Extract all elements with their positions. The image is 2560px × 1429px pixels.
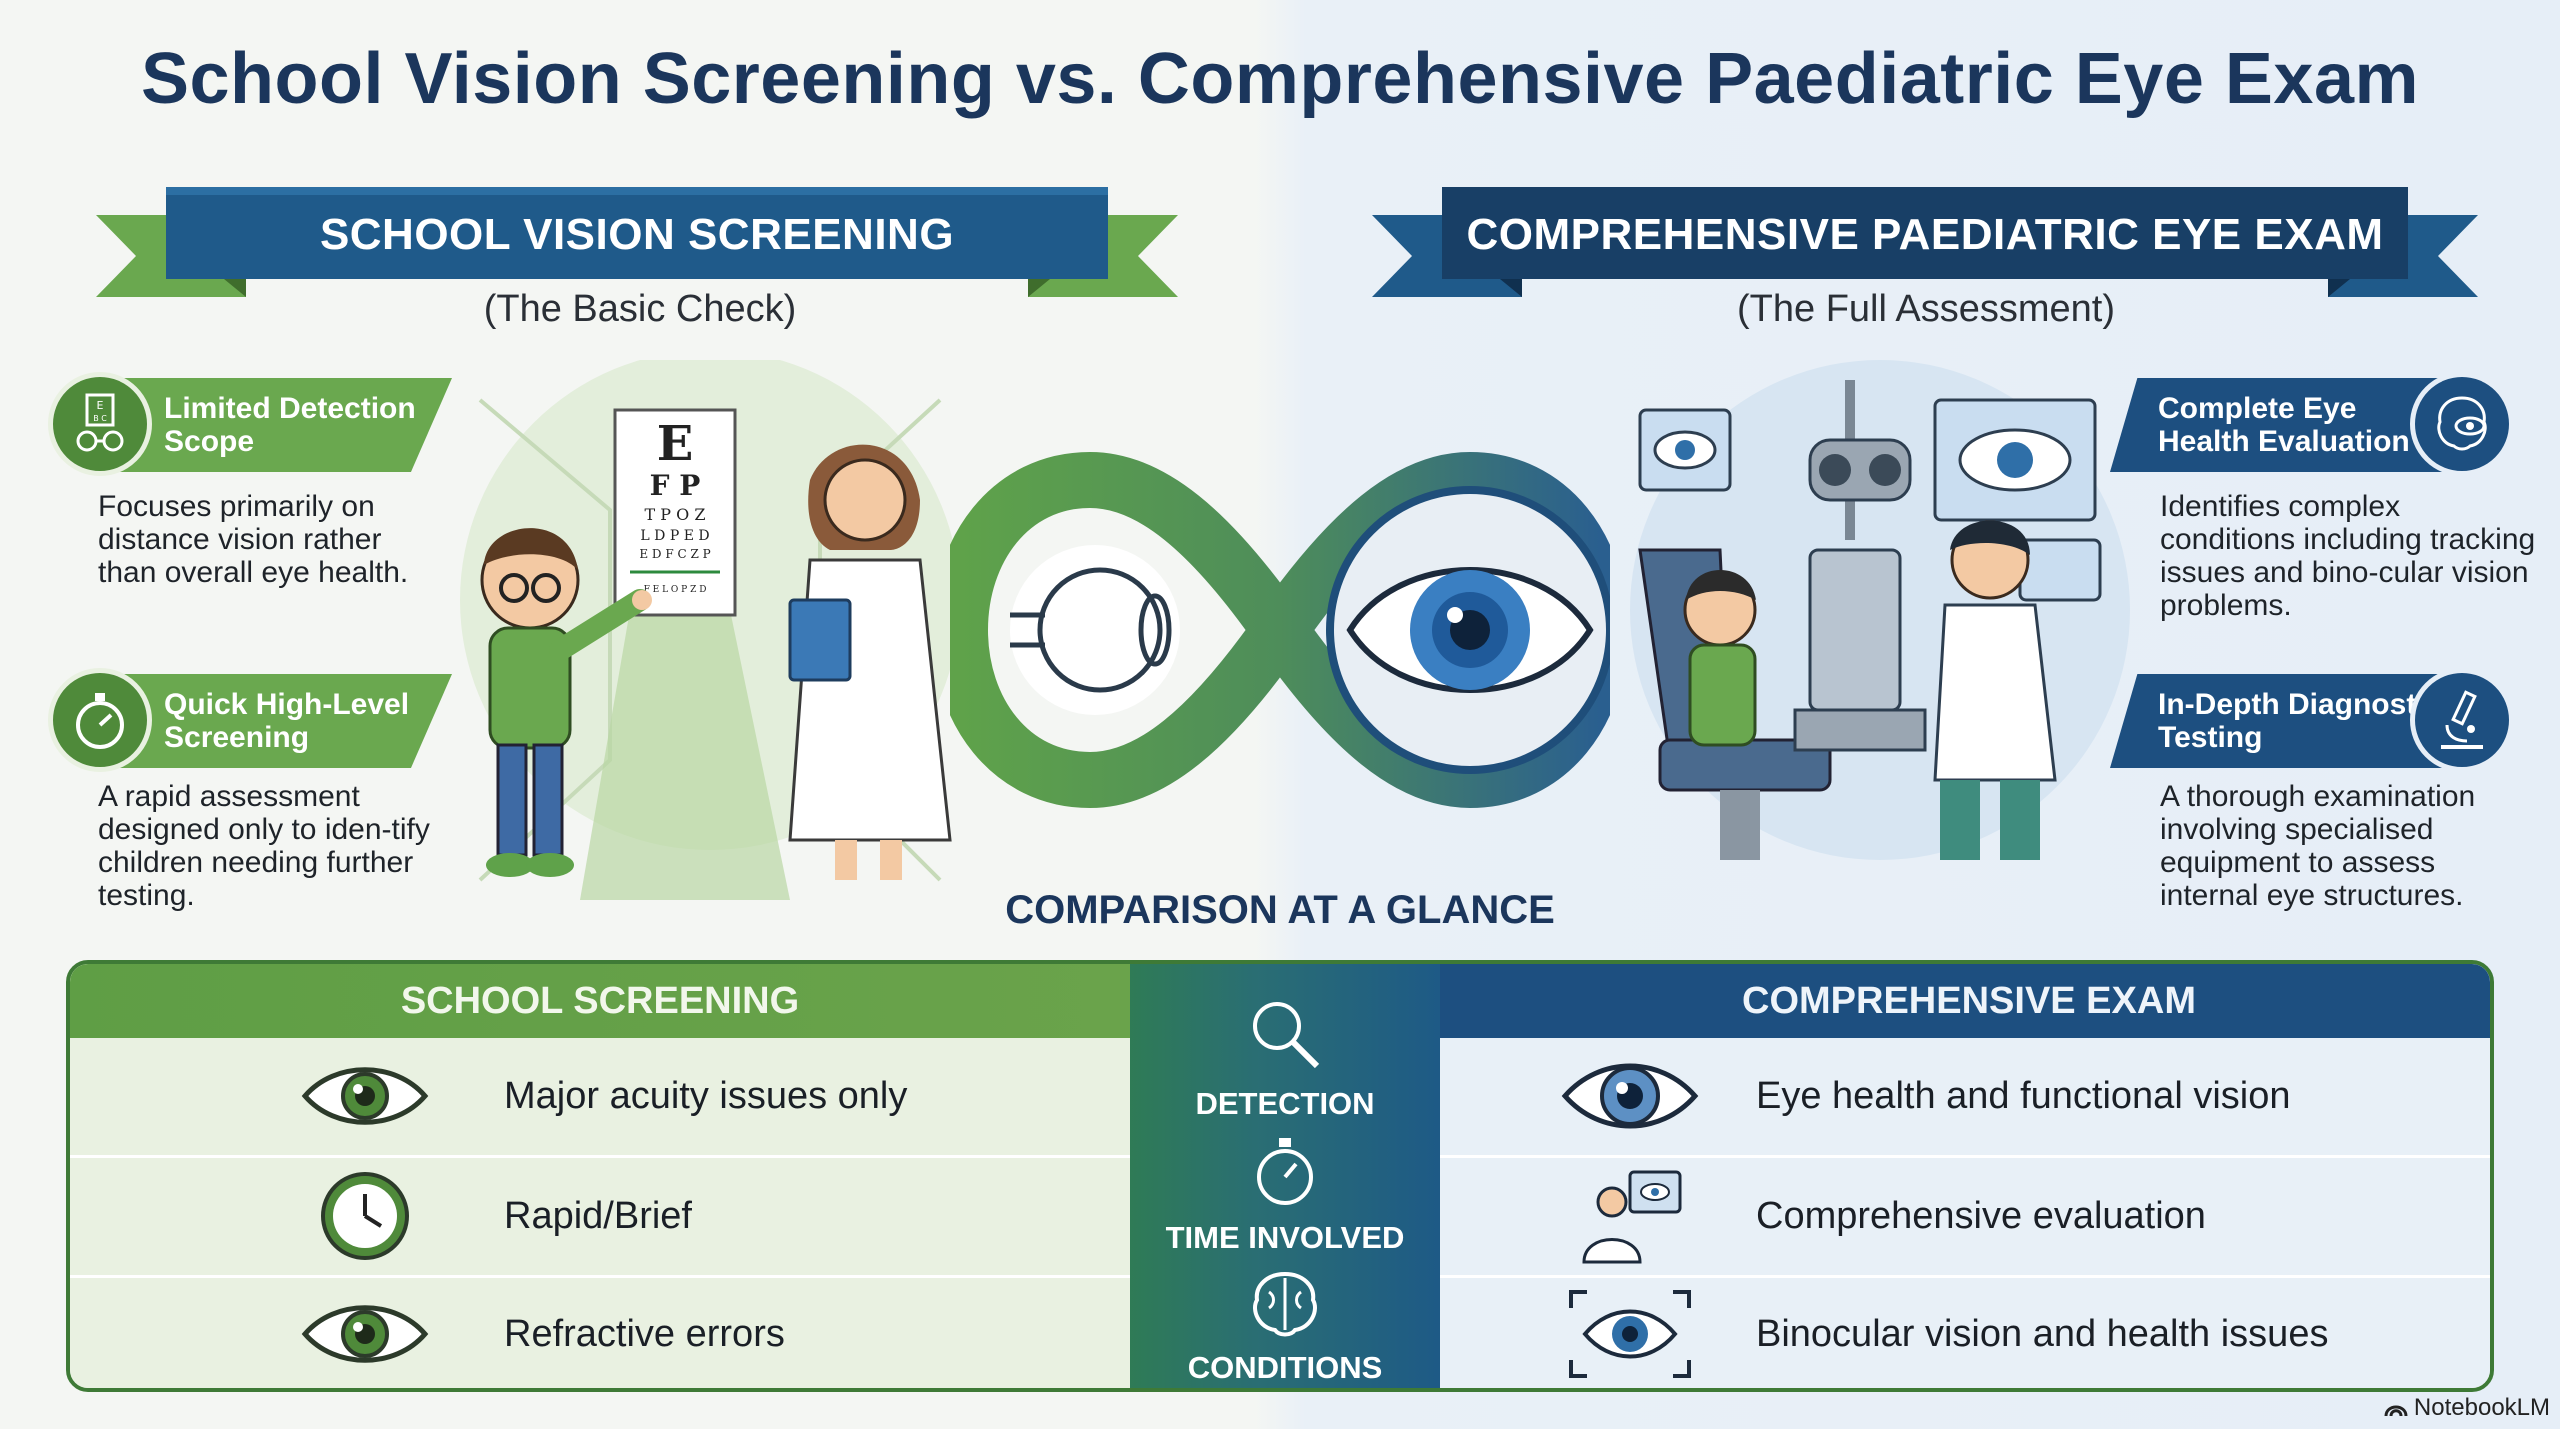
- eye-chart-glasses-icon: E B C: [48, 372, 152, 476]
- table-row: Binocular vision and health issues: [1440, 1276, 2490, 1388]
- right-banner: COMPREHENSIVE PAEDIATRIC EYE EXAM: [1372, 185, 2478, 315]
- table-row: Comprehensive evaluation: [1440, 1158, 2490, 1275]
- svg-text:B C: B C: [93, 414, 107, 423]
- exam-time-value: Comprehensive evaluation: [1756, 1195, 2206, 1237]
- feature-quick-screening-label: Quick High-Level Screening: [164, 688, 410, 754]
- feature-limited-detection-label: Limited Detection Scope: [164, 392, 416, 458]
- feature-limited-detection-desc: Focuses primarily on distance vision rat…: [98, 490, 409, 589]
- school-screening-column: SCHOOL SCREENING Major acuity issues onl…: [70, 964, 1130, 1388]
- feature-diagnostic-tab: In-Depth Diagnostic Testing: [2110, 674, 2452, 768]
- left-banner-text: SCHOOL VISION SCREENING: [319, 210, 955, 259]
- feature-limited-detection-tab: Limited Detection Scope: [110, 378, 452, 472]
- infinity-loop-graphic: [950, 451, 1610, 809]
- eye-anatomy-icon: [1010, 545, 1180, 715]
- feature-quick-screening-tab: Quick High-Level Screening: [110, 674, 452, 768]
- exam-detection-value: Eye health and functional vision: [1756, 1075, 2291, 1117]
- detailed-eye-icon: [1560, 1046, 1700, 1146]
- criterion-detection: DETECTION: [1195, 1086, 1375, 1121]
- eye-chart-line-3: T P O Z: [645, 505, 706, 524]
- eye-scan-icon: [1560, 1284, 1700, 1384]
- school-conditions-value: Refractive errors: [504, 1313, 785, 1355]
- exam-room-illustration: [1630, 360, 2130, 860]
- detailed-eye-illustration: [1326, 486, 1610, 774]
- eye-chart-line-2: F P: [650, 469, 701, 502]
- microscope-icon: [2410, 668, 2514, 772]
- feature-quick-screening-desc: A rapid assessment designed only to iden…: [98, 780, 430, 912]
- table-row: Eye health and functional vision: [1440, 1038, 2490, 1155]
- clock-icon: [295, 1166, 435, 1266]
- table-row: Rapid/Brief: [70, 1158, 1130, 1275]
- comparison-table: SCHOOL SCREENING Major acuity issues onl…: [66, 960, 2494, 1392]
- notebooklm-logo-icon: [2384, 1405, 2408, 1417]
- feature-diagnostic-label: In-Depth Diagnostic Testing: [2158, 688, 2442, 754]
- feature-complete-eye-tab: Complete Eye Health Evaluation: [2110, 378, 2452, 472]
- svg-text:E: E: [97, 399, 104, 412]
- doctor-monitor-icon: [1560, 1166, 1700, 1266]
- eye-chart-line-4: L D P E D: [640, 528, 709, 544]
- magnifier-icon: [1235, 994, 1335, 1074]
- exam-conditions-value: Binocular vision and health issues: [1756, 1313, 2329, 1355]
- nurse-figure: [788, 444, 952, 880]
- criterion-conditions: CONDITIONS: [1187, 1350, 1383, 1385]
- right-ribbon-shape: [1372, 187, 2478, 297]
- criteria-column: DETECTION TIME INVOLVED CONDITIONS: [1130, 964, 1440, 1388]
- child-figure: [480, 528, 652, 877]
- school-screening-header: SCHOOL SCREENING: [70, 964, 1130, 1038]
- feature-complete-eye-label: Complete Eye Health Evaluation: [2158, 392, 2410, 458]
- stopwatch-icon: [48, 668, 152, 772]
- eye-icon: [295, 1284, 435, 1384]
- brand-watermark: NotebookLM: [2384, 1394, 2550, 1422]
- comprehensive-exam-column: COMPREHENSIVE EXAM Eye health and functi…: [1440, 964, 2490, 1388]
- eye-chart: E F P T P O Z L D P E D E D F C Z P F E …: [613, 408, 737, 617]
- left-ribbon-shape: [96, 187, 1178, 297]
- brand-name: NotebookLM: [2413, 1394, 2550, 1421]
- right-banner-text: COMPREHENSIVE PAEDIATRIC EYE EXAM: [1466, 210, 2384, 259]
- brain-icon: [1235, 1264, 1335, 1344]
- criterion-time: TIME INVOLVED: [1165, 1220, 1405, 1255]
- feature-complete-eye-desc: Identifies complex conditions including …: [2160, 490, 2536, 622]
- left-subtitle: (The Basic Check): [483, 288, 797, 330]
- feature-diagnostic-desc: A thorough examination involving special…: [2160, 780, 2476, 912]
- school-detection-value: Major acuity issues only: [504, 1075, 908, 1117]
- table-row: Major acuity issues only: [70, 1038, 1130, 1155]
- right-subtitle: (The Full Assessment): [1737, 288, 2115, 330]
- eye-chart-line-5: E D F C Z P: [639, 547, 710, 561]
- eye-icon: [295, 1046, 435, 1146]
- comparison-heading: COMPARISON AT A GLANCE: [1005, 888, 1555, 932]
- stopwatch-icon: [1235, 1132, 1335, 1212]
- page-title: School Vision Screening vs. Comprehensiv…: [140, 39, 2420, 119]
- school-time-value: Rapid/Brief: [504, 1195, 692, 1237]
- eye-chart-line-6: F E L O P Z D: [644, 585, 707, 595]
- screening-illustration: E F P T P O Z L D P E D E D F C Z P F E …: [460, 360, 960, 900]
- comprehensive-exam-header: COMPREHENSIVE EXAM: [1440, 964, 2490, 1038]
- table-row: Refractive errors: [70, 1276, 1130, 1388]
- brain-eye-icon: [2410, 372, 2514, 476]
- eye-chart-line-1: E: [657, 416, 694, 472]
- left-banner: SCHOOL VISION SCREENING: [96, 185, 1178, 315]
